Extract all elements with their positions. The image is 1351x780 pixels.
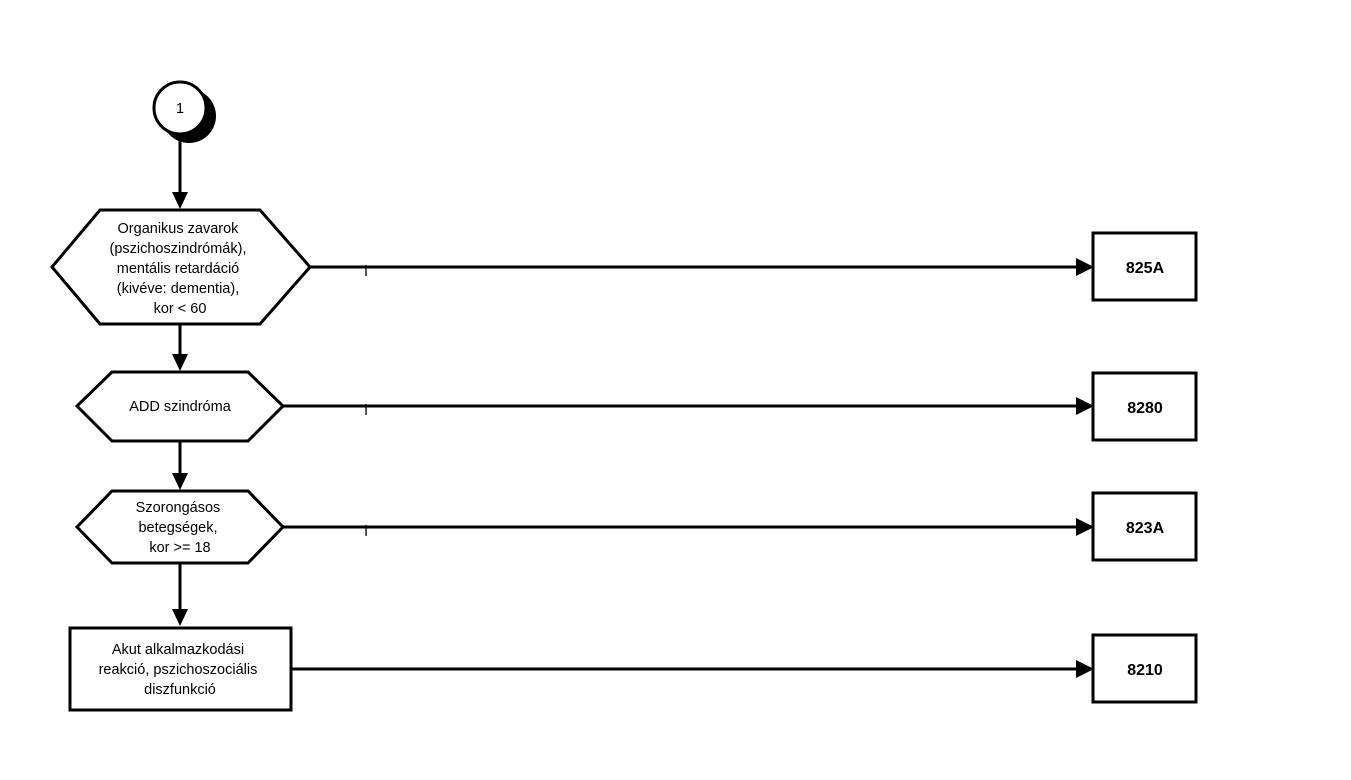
branch-arrow <box>1076 518 1094 536</box>
target-box <box>1091 371 1198 442</box>
decision-label: Organikus zavarok (pszichoszindrómák), m… <box>109 221 250 317</box>
start-connector: 1 <box>152 80 216 143</box>
decision-shape <box>74 370 286 443</box>
target-code: 8210 <box>1127 662 1163 679</box>
main-flow <box>172 134 188 626</box>
decision-add-syndrome: ADD szindróma i 8280 <box>74 370 1198 443</box>
decision-anxiety-disorders: Szorongásos betegségek, kor >= 18 i 823A <box>74 489 1198 565</box>
process-acute-adjustment: Akut alkalmazkodási reakció, pszichoszoc… <box>68 626 1198 712</box>
flow-arrow-2 <box>172 354 188 371</box>
target-code: 825A <box>1126 260 1165 277</box>
decision-shape <box>74 489 286 565</box>
decision-label: Szorongásos betegségek, kor >= 18 <box>136 500 225 556</box>
branch-label: i <box>364 523 367 540</box>
branch-label: i <box>364 402 367 419</box>
flow-arrow-3 <box>172 473 188 490</box>
target-box <box>1091 633 1198 704</box>
branch-arrow <box>1076 397 1094 415</box>
connector-label: 1 <box>176 101 184 117</box>
target-code: 823A <box>1126 520 1165 537</box>
target-box <box>1091 231 1198 302</box>
decision-organic-disorders: Organikus zavarok (pszichoszindrómák), m… <box>50 208 1198 326</box>
decision-label: ADD szindróma <box>129 399 231 415</box>
branch-label: i <box>364 263 367 280</box>
flow-arrow-4 <box>172 609 188 626</box>
decision-shape <box>50 208 312 326</box>
branch-arrow <box>1076 258 1094 276</box>
target-code: 8280 <box>1127 400 1163 417</box>
target-box <box>1091 491 1198 562</box>
process-arrow <box>1076 660 1094 678</box>
flow-arrow-1 <box>172 192 188 209</box>
process-label: Akut alkalmazkodási reakció, pszichoszoc… <box>99 642 262 698</box>
